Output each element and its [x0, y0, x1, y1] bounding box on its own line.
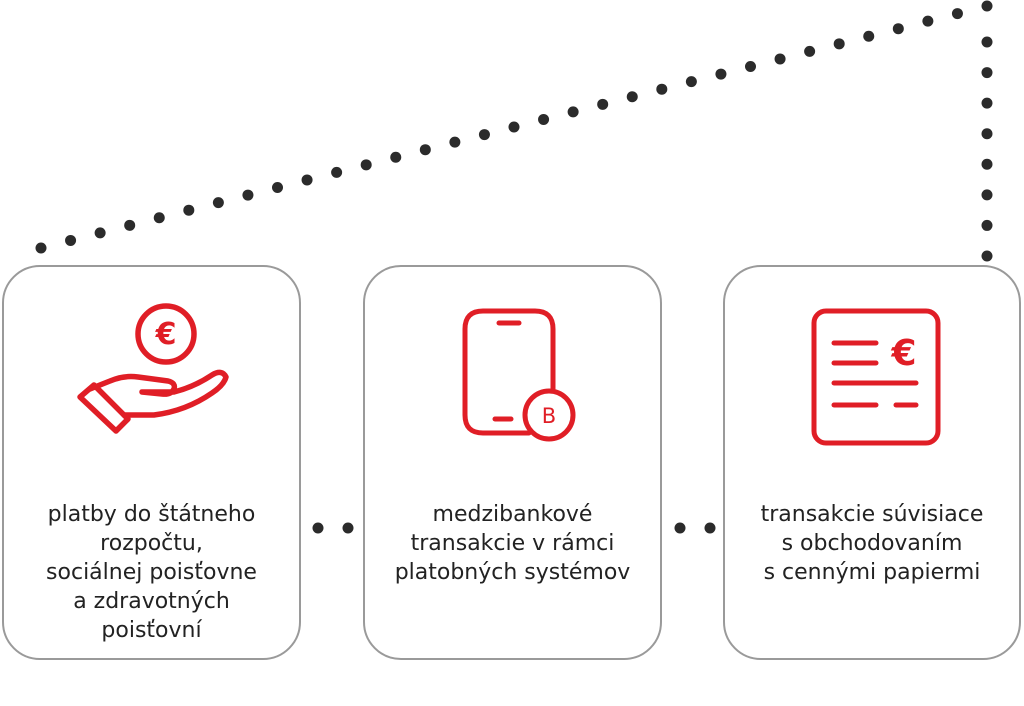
- connector-dot: [449, 136, 461, 148]
- card-securities-transactions: € transakcie súvisiace s obchodovaním s …: [723, 265, 1021, 660]
- connector-dot: [981, 36, 993, 48]
- connector-dot: [183, 204, 195, 216]
- connector-dot: [301, 174, 313, 186]
- label-line: medzibankové: [432, 502, 593, 527]
- connector-dot: [804, 45, 816, 57]
- connector-dot: [153, 212, 165, 224]
- label-line: a zdravotných: [73, 589, 230, 614]
- label-line: poisťovní: [101, 618, 202, 643]
- connector-dot: [626, 91, 638, 103]
- connector-dot: [597, 98, 609, 110]
- connector-dot: [833, 38, 845, 50]
- connector-dot: [567, 106, 579, 118]
- label-line: transakcie súvisiace: [760, 502, 984, 527]
- connector-dot: [360, 159, 372, 171]
- label-line: s obchodovaním: [781, 531, 963, 556]
- connector-dot: [981, 219, 993, 231]
- card-label: medzibankové transakcie v rámci platobný…: [375, 500, 650, 587]
- dots-between-card-2-and-3: [674, 522, 716, 534]
- connector-dot: [124, 219, 136, 231]
- euro-document-icon: €: [811, 308, 941, 446]
- connector-dot: [981, 158, 993, 170]
- connector-dot: [390, 151, 402, 163]
- connector-dot: [922, 15, 934, 27]
- label-line: platobných systémov: [394, 560, 631, 585]
- label-line: rozpočtu,: [100, 531, 203, 556]
- connector-dot: [704, 522, 716, 534]
- connector-dot: [312, 522, 324, 534]
- connector-dot: [981, 250, 993, 262]
- connector-dot: [342, 522, 354, 534]
- right-dotted-line: [981, 36, 993, 262]
- connector-dot: [212, 197, 224, 209]
- connector-dot: [656, 83, 668, 95]
- connector-dot: [745, 61, 756, 72]
- svg-text:€: €: [890, 333, 916, 374]
- connector-dot: [272, 182, 283, 193]
- card-label: platby do štátneho rozpočtu, sociálnej p…: [14, 500, 289, 645]
- label-line: s cennými papiermi: [763, 560, 981, 585]
- connector-dot: [981, 0, 993, 12]
- connector-dot: [863, 30, 875, 42]
- hand-euro-coin-icon: €: [76, 303, 229, 434]
- connector-dot: [715, 68, 727, 80]
- connector-dot: [981, 97, 993, 109]
- label-line: transakcie v rámci: [410, 531, 615, 556]
- connector-dot: [242, 189, 254, 201]
- badge-letter: B: [541, 404, 555, 428]
- connector-dot: [981, 189, 993, 201]
- label-line: sociálnej poisťovne: [46, 560, 257, 585]
- connector-dot: [674, 522, 686, 534]
- connector-dot: [951, 8, 963, 20]
- connector-dot: [981, 67, 993, 79]
- top-dotted-line: [35, 0, 993, 254]
- svg-text:€: €: [154, 317, 176, 352]
- connector-dot: [94, 227, 106, 239]
- connector-dot: [892, 23, 904, 35]
- connector-dot: [538, 113, 550, 125]
- connector-dot: [419, 144, 431, 156]
- card-interbank-transactions: B medzibankové transakcie v rámci platob…: [363, 265, 662, 660]
- smartphone-b-icon: B: [462, 308, 575, 442]
- connector-dot: [478, 129, 490, 141]
- card-label: transakcie súvisiace s obchodovaním s ce…: [735, 500, 1009, 587]
- connector-dot: [981, 128, 993, 140]
- card-state-budget-payments: € platby do štátneho rozpočtu, sociálnej…: [2, 265, 301, 660]
- connector-dot: [685, 76, 697, 88]
- label-line: platby do štátneho: [47, 502, 256, 527]
- connector-dot: [774, 53, 786, 65]
- connector-dot: [508, 121, 520, 133]
- connector-dot: [65, 234, 77, 246]
- connector-dot: [331, 166, 343, 178]
- dots-between-card-1-and-2: [312, 522, 354, 534]
- connector-dot: [35, 242, 47, 254]
